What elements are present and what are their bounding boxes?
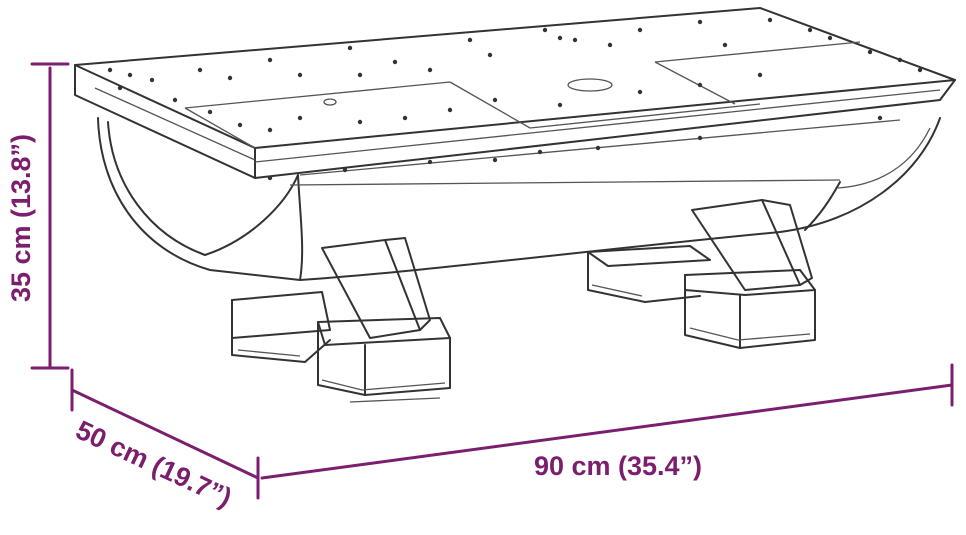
foot-left-front (317, 317, 451, 403)
screw-dots (107, 17, 923, 181)
table-drawing (74, 7, 956, 403)
foot-right-back (587, 245, 711, 303)
depth-dimension: 50 cm (19.7”) (70, 368, 260, 513)
leg-right (691, 199, 813, 291)
height-dimension: 35 cm (13.8”) (6, 62, 70, 370)
width-label: 90 cm (35.4”) (534, 451, 702, 481)
leg-left (321, 237, 431, 339)
foot-right-front (684, 269, 816, 349)
width-dimension: 90 cm (35.4”) (260, 363, 954, 481)
foot-left-back (231, 291, 331, 363)
height-label: 35 cm (13.8”) (6, 134, 36, 302)
table-top (74, 7, 956, 179)
barrel-body (97, 117, 941, 281)
